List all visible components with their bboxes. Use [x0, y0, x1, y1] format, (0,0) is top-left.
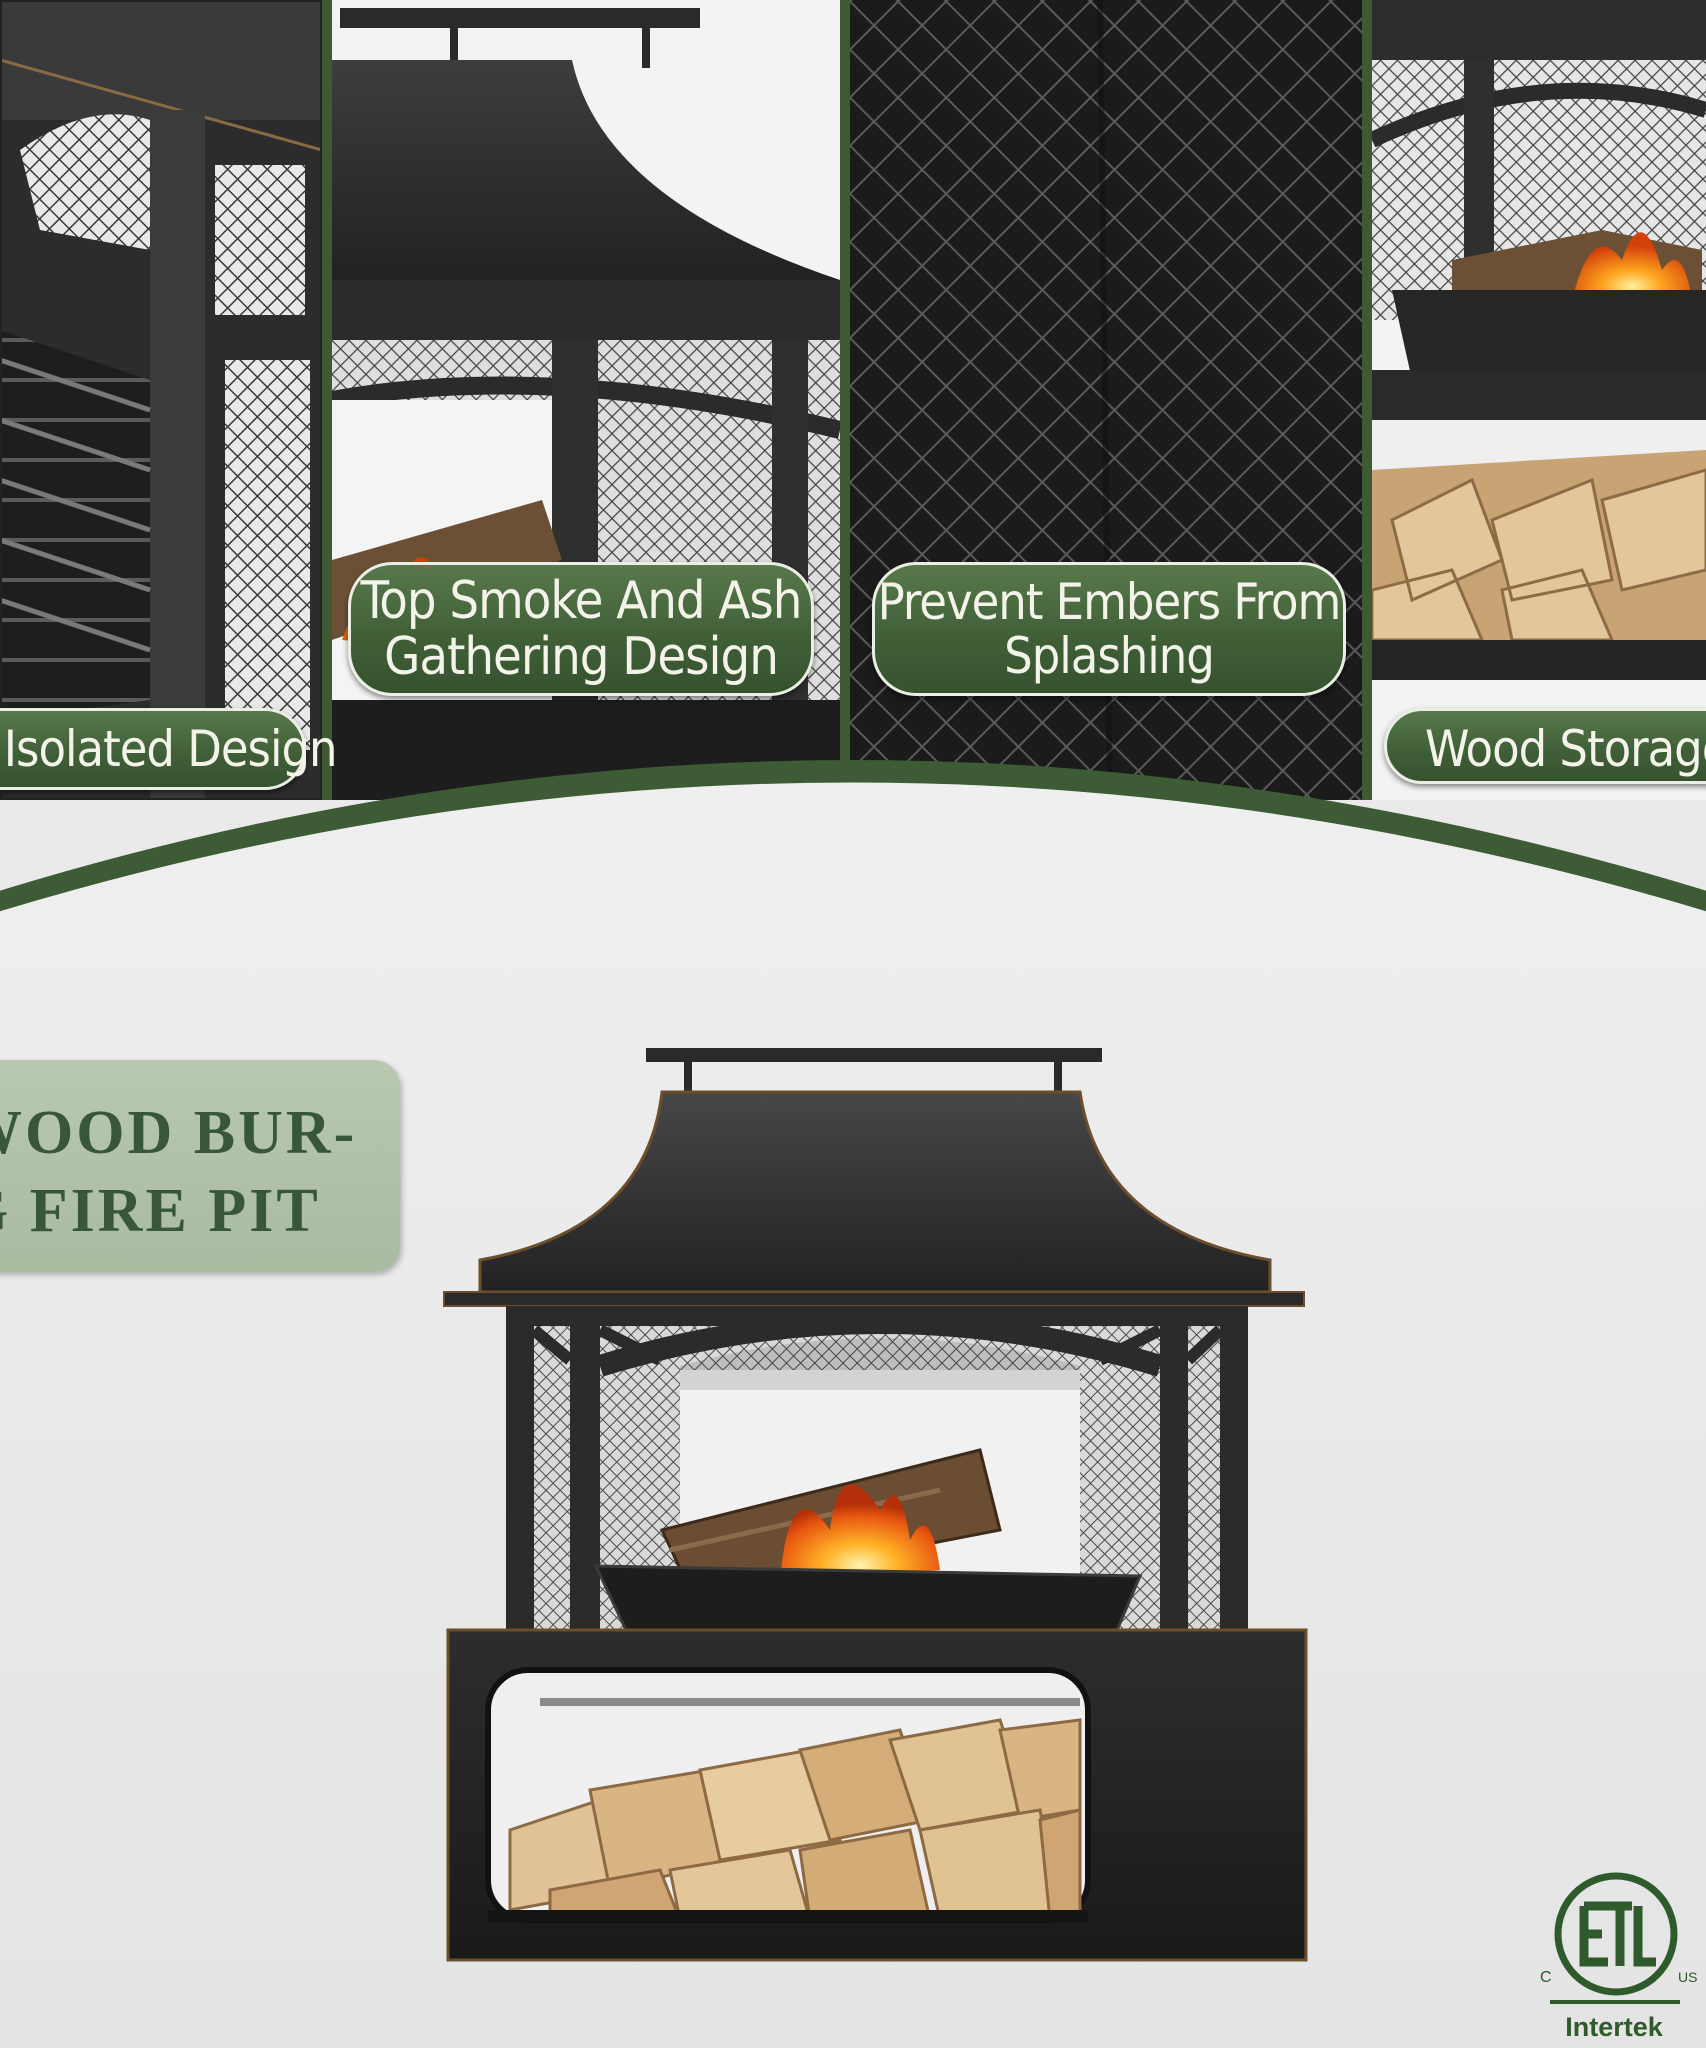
intertek-label: Intertek [1565, 2012, 1663, 2042]
etl-certification-logo: C US [1540, 1872, 1697, 2004]
etl-c-mark: C [1540, 1969, 1552, 1986]
caption-smoke-ash: Top Smoke And Ash Gathering Design [348, 562, 814, 696]
product-title-line-1: WOOD BUR- [0, 1099, 358, 1167]
panel-divider [840, 0, 850, 800]
detail-panel-wood-storage [1372, 0, 1706, 800]
product-title-box: WOOD BUR- G FIRE PIT [0, 1060, 400, 1272]
caption-prevent-embers: Prevent Embers From Splashing [872, 562, 1346, 696]
panel-divider [322, 0, 332, 800]
etl-us-mark: US [1678, 1969, 1697, 1985]
caption-wood-storage: Wood Storage [1384, 708, 1706, 784]
caption-isolated-design: h Isolated Design [0, 708, 338, 790]
product-title-line-2: G FIRE PIT [0, 1177, 321, 1245]
panel-divider [1362, 0, 1372, 800]
fire-pit-illustration [443, 1048, 1308, 1962]
detail-panel-isolated-design [0, 0, 322, 800]
